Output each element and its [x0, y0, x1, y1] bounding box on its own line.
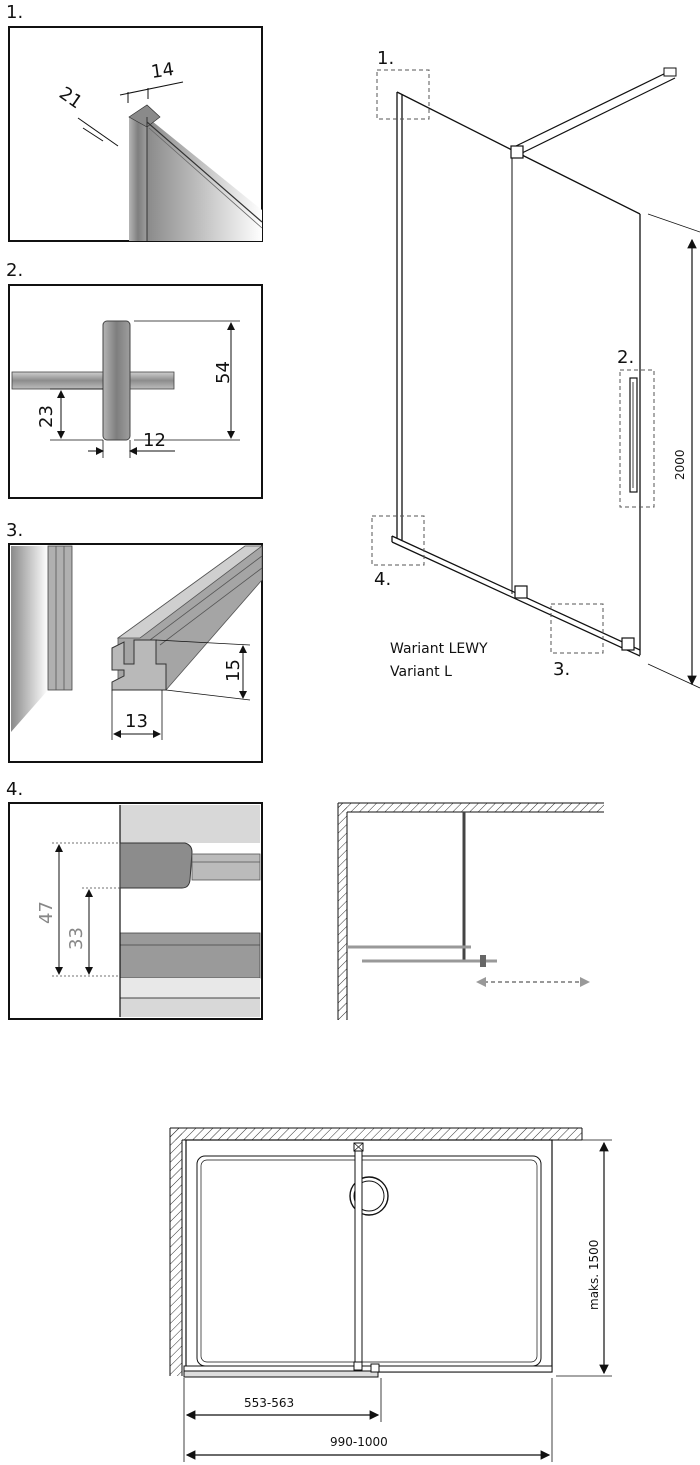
detail-3-dim-width: 13 — [125, 711, 148, 732]
detail-2-dim-height: 54 — [213, 361, 234, 384]
height-dim-label: 2000 — [673, 449, 687, 480]
drain-icon — [349, 1176, 389, 1216]
detail-1-label: 1. — [6, 2, 23, 23]
detail-4-profile — [119, 805, 261, 1017]
door-width-label: 553-563 — [244, 1396, 294, 1410]
fixed-glass-panel — [396, 91, 513, 594]
stabilizer-bar-plan — [353, 1142, 364, 1370]
total-width-label: 990-1000 — [330, 1435, 388, 1449]
detail-4-dim-outer: 47 — [36, 901, 57, 924]
detail-4-label: 4. — [6, 779, 23, 800]
detail-4-dimensions: 47 33 — [36, 842, 120, 977]
callout-4-label: 4. — [374, 569, 391, 590]
detail-4: 4. 47 33 — [6, 779, 263, 1020]
sliding-plan — [337, 802, 604, 1020]
detail-2-dim-offset: 23 — [36, 405, 57, 428]
callout-boxes — [371, 69, 655, 654]
height-dimension: 2000 — [647, 213, 700, 689]
detail-2-frame — [8, 284, 263, 499]
detail-3-rail — [11, 545, 264, 732]
callout-box-2 — [619, 369, 655, 508]
stabilizer-bar — [510, 67, 677, 159]
detail-3: 3. 15 13 — [6, 520, 264, 763]
wall-left — [170, 1128, 182, 1376]
variant-label-pl: Wariant LEWY — [390, 641, 488, 657]
total-width-dimension: 990-1000 — [185, 1378, 553, 1462]
detail-3-dimensions: 15 13 — [111, 639, 251, 740]
door-width-dimension: 553-563 — [183, 1378, 382, 1462]
shower-tray — [185, 1139, 553, 1373]
glass-panels-plan — [183, 1361, 553, 1378]
bottom-rail — [391, 535, 641, 657]
plan-view: maks. 1500 553-563 990-1000 — [169, 1127, 612, 1462]
detail-1: 1. 14 21 — [6, 2, 263, 242]
detail-2-label: 2. — [6, 260, 23, 281]
callout-box-3 — [550, 603, 604, 654]
detail-2-dimensions: 54 23 12 — [36, 320, 240, 458]
detail-1-profile — [128, 104, 263, 241]
sliding-glass-panel — [515, 151, 641, 655]
detail-2-dim-width: 12 — [143, 430, 166, 451]
callout-box-1 — [376, 69, 430, 120]
callout-3-label: 3. — [553, 659, 570, 680]
depth-dimension: maks. 1500 — [556, 1139, 612, 1377]
detail-2: 2. 54 23 12 — [6, 260, 263, 499]
detail-2-handle — [11, 320, 175, 441]
detail-4-dim-inner: 33 — [66, 927, 87, 950]
wall-top — [170, 1128, 582, 1140]
variant-label-en: Variant L — [390, 664, 452, 680]
main-view: 1. 2. 3. 4. 2000 Wariant LEWY Variant L — [371, 48, 700, 689]
detail-3-dim-height: 15 — [223, 659, 244, 682]
detail-1-dim-b: 14 — [150, 59, 176, 83]
callout-2-label: 2. — [617, 347, 634, 368]
depth-dim-label: maks. 1500 — [587, 1240, 601, 1310]
detail-3-label: 3. — [6, 520, 23, 541]
callout-1-label: 1. — [377, 48, 394, 69]
callout-box-4 — [371, 515, 425, 566]
